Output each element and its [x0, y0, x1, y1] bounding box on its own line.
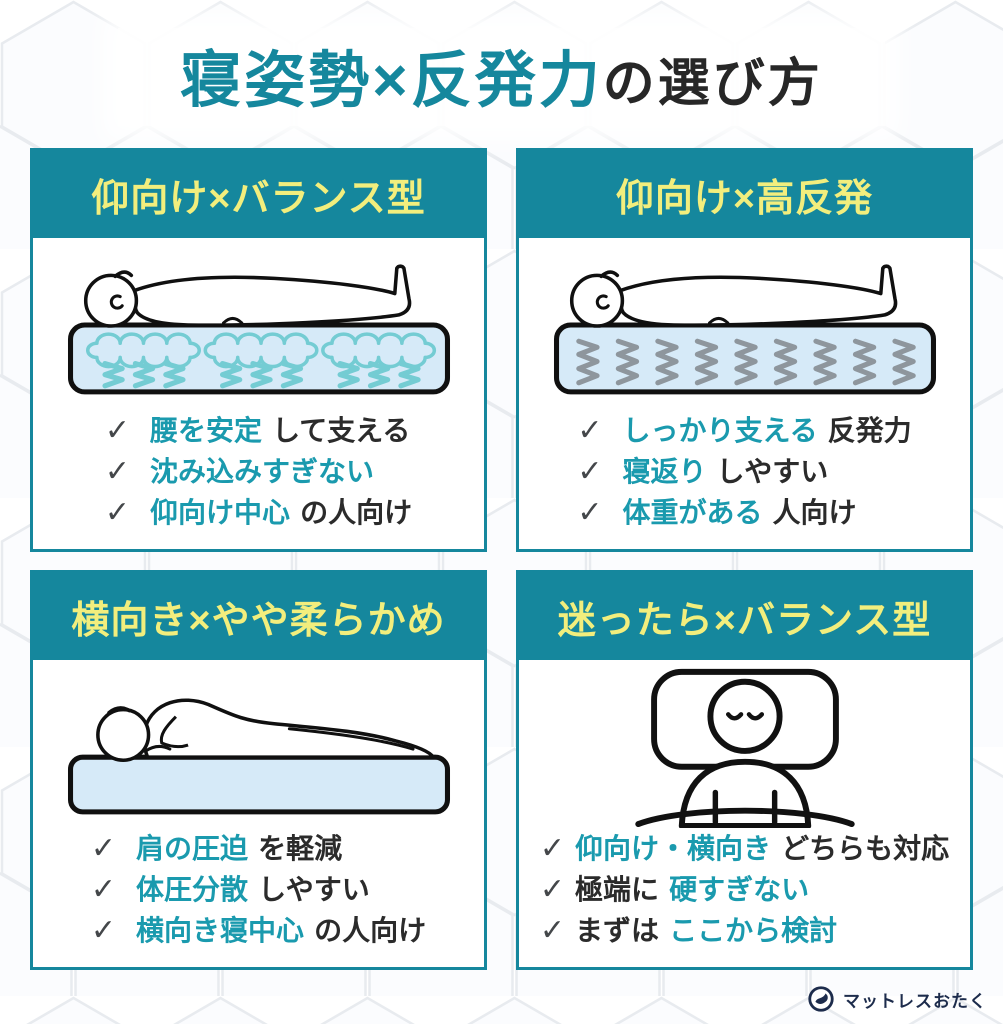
check-item: ✓しっかり支える反発力 [577, 410, 911, 451]
check-icon: ✓ [104, 496, 131, 529]
check-item: ✓腰を安定して支える [105, 410, 412, 451]
back-sleeper-pocket-coil-illustration [33, 238, 484, 410]
quadrant-grid: 仰向け×バランス型 [30, 148, 973, 970]
title-highlight: 寝姿勢×反発力 [180, 46, 603, 114]
check-icon: ✓ [90, 914, 117, 947]
front-view-sleeper-icon [634, 668, 855, 828]
title-rest: の選び方 [602, 55, 823, 113]
title-band [118, 28, 885, 126]
card-header: 迷ったら×バランス型 [519, 573, 970, 660]
card-header: 横向き×やや柔らかめ [33, 573, 484, 660]
brand-footer: マットレスおたく [806, 984, 987, 1014]
check-icon: ✓ [90, 832, 117, 865]
brand-logo-icon [808, 986, 834, 1012]
card-title: 横向き×やや柔らかめ [71, 600, 446, 642]
card-back-high-resilience: 仰向け×高反発 [516, 148, 973, 552]
page-title: 寝姿勢×反発力の選び方 [0, 30, 1003, 119]
back-sleeper-spring-icon [553, 264, 936, 395]
check-item: ✓体重がある人向け [577, 492, 911, 533]
front-view-sleeper-illustration [519, 660, 970, 828]
check-list: ✓腰を安定して支える ✓沈み込みすぎない ✓仰向け中心の人向け [105, 410, 412, 533]
card-title: 仰向け×バランス型 [91, 178, 426, 220]
check-item: ✓体圧分散しやすい [91, 869, 426, 910]
card-title: 迷ったら×バランス型 [557, 600, 932, 642]
check-item: ✓極端に硬すぎない [540, 869, 949, 910]
check-icon: ✓ [539, 832, 566, 865]
back-sleeper-pocket-coil-icon [67, 264, 450, 395]
check-list: ✓肩の圧迫を軽減 ✓体圧分散しやすい ✓横向き寝中心の人向け [91, 828, 426, 951]
back-sleeper-spring-illustration [519, 238, 970, 410]
card-unsure-balance: 迷ったら×バランス型 ✓仰向け・横向きどちらも対応 ✓極端に硬すぎない ✓まずは… [516, 570, 973, 970]
check-icon: ✓ [104, 414, 131, 447]
side-sleeper-illustration [33, 660, 484, 828]
check-item: ✓まずはここから検討 [540, 910, 949, 951]
card-header: 仰向け×高反発 [519, 151, 970, 238]
check-item: ✓寝返りしやすい [577, 451, 911, 492]
check-icon: ✓ [539, 873, 566, 906]
card-title: 仰向け×高反発 [615, 178, 874, 220]
check-icon: ✓ [539, 914, 566, 947]
brand-name: マットレスおたく [843, 991, 987, 1011]
check-item: ✓肩の圧迫を軽減 [91, 828, 426, 869]
check-icon: ✓ [577, 455, 603, 488]
check-list: ✓仰向け・横向きどちらも対応 ✓極端に硬すぎない ✓まずはここから検討 [540, 828, 949, 951]
check-item: ✓沈み込みすぎない [105, 451, 412, 492]
check-item: ✓仰向け中心の人向け [105, 492, 412, 533]
check-item: ✓横向き寝中心の人向け [91, 910, 426, 951]
check-item: ✓仰向け・横向きどちらも対応 [540, 828, 949, 869]
card-header: 仰向け×バランス型 [33, 151, 484, 238]
card-side-soft: 横向き×やや柔らかめ ✓肩の圧迫を軽減 ✓体圧分散しやすい ✓横向き寝中心の人向… [30, 570, 487, 970]
check-list: ✓しっかり支える反発力 ✓寝返りしやすい ✓体重がある人向け [577, 410, 911, 533]
check-icon: ✓ [104, 455, 131, 488]
side-sleeper-icon [67, 698, 450, 815]
check-icon: ✓ [90, 873, 117, 906]
check-icon: ✓ [577, 496, 603, 529]
card-back-balance: 仰向け×バランス型 [30, 148, 487, 552]
check-icon: ✓ [577, 414, 603, 447]
